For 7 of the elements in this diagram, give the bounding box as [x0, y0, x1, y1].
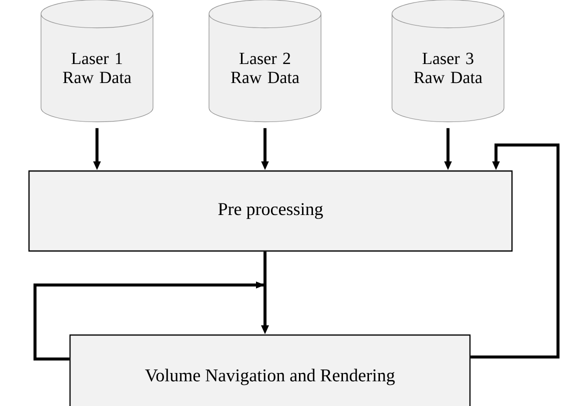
arrow — [34, 282, 269, 360]
process-box: Volume Navigation and Rendering — [69, 334, 471, 406]
database-cylinder: Laser 2 Raw Data — [208, 0, 322, 122]
process-box: Pre processing — [28, 170, 513, 252]
database-cylinder: Laser 3 Raw Data — [392, 0, 504, 122]
database-cylinder: Laser 1 Raw Data — [40, 0, 154, 122]
arrow — [470, 144, 560, 358]
